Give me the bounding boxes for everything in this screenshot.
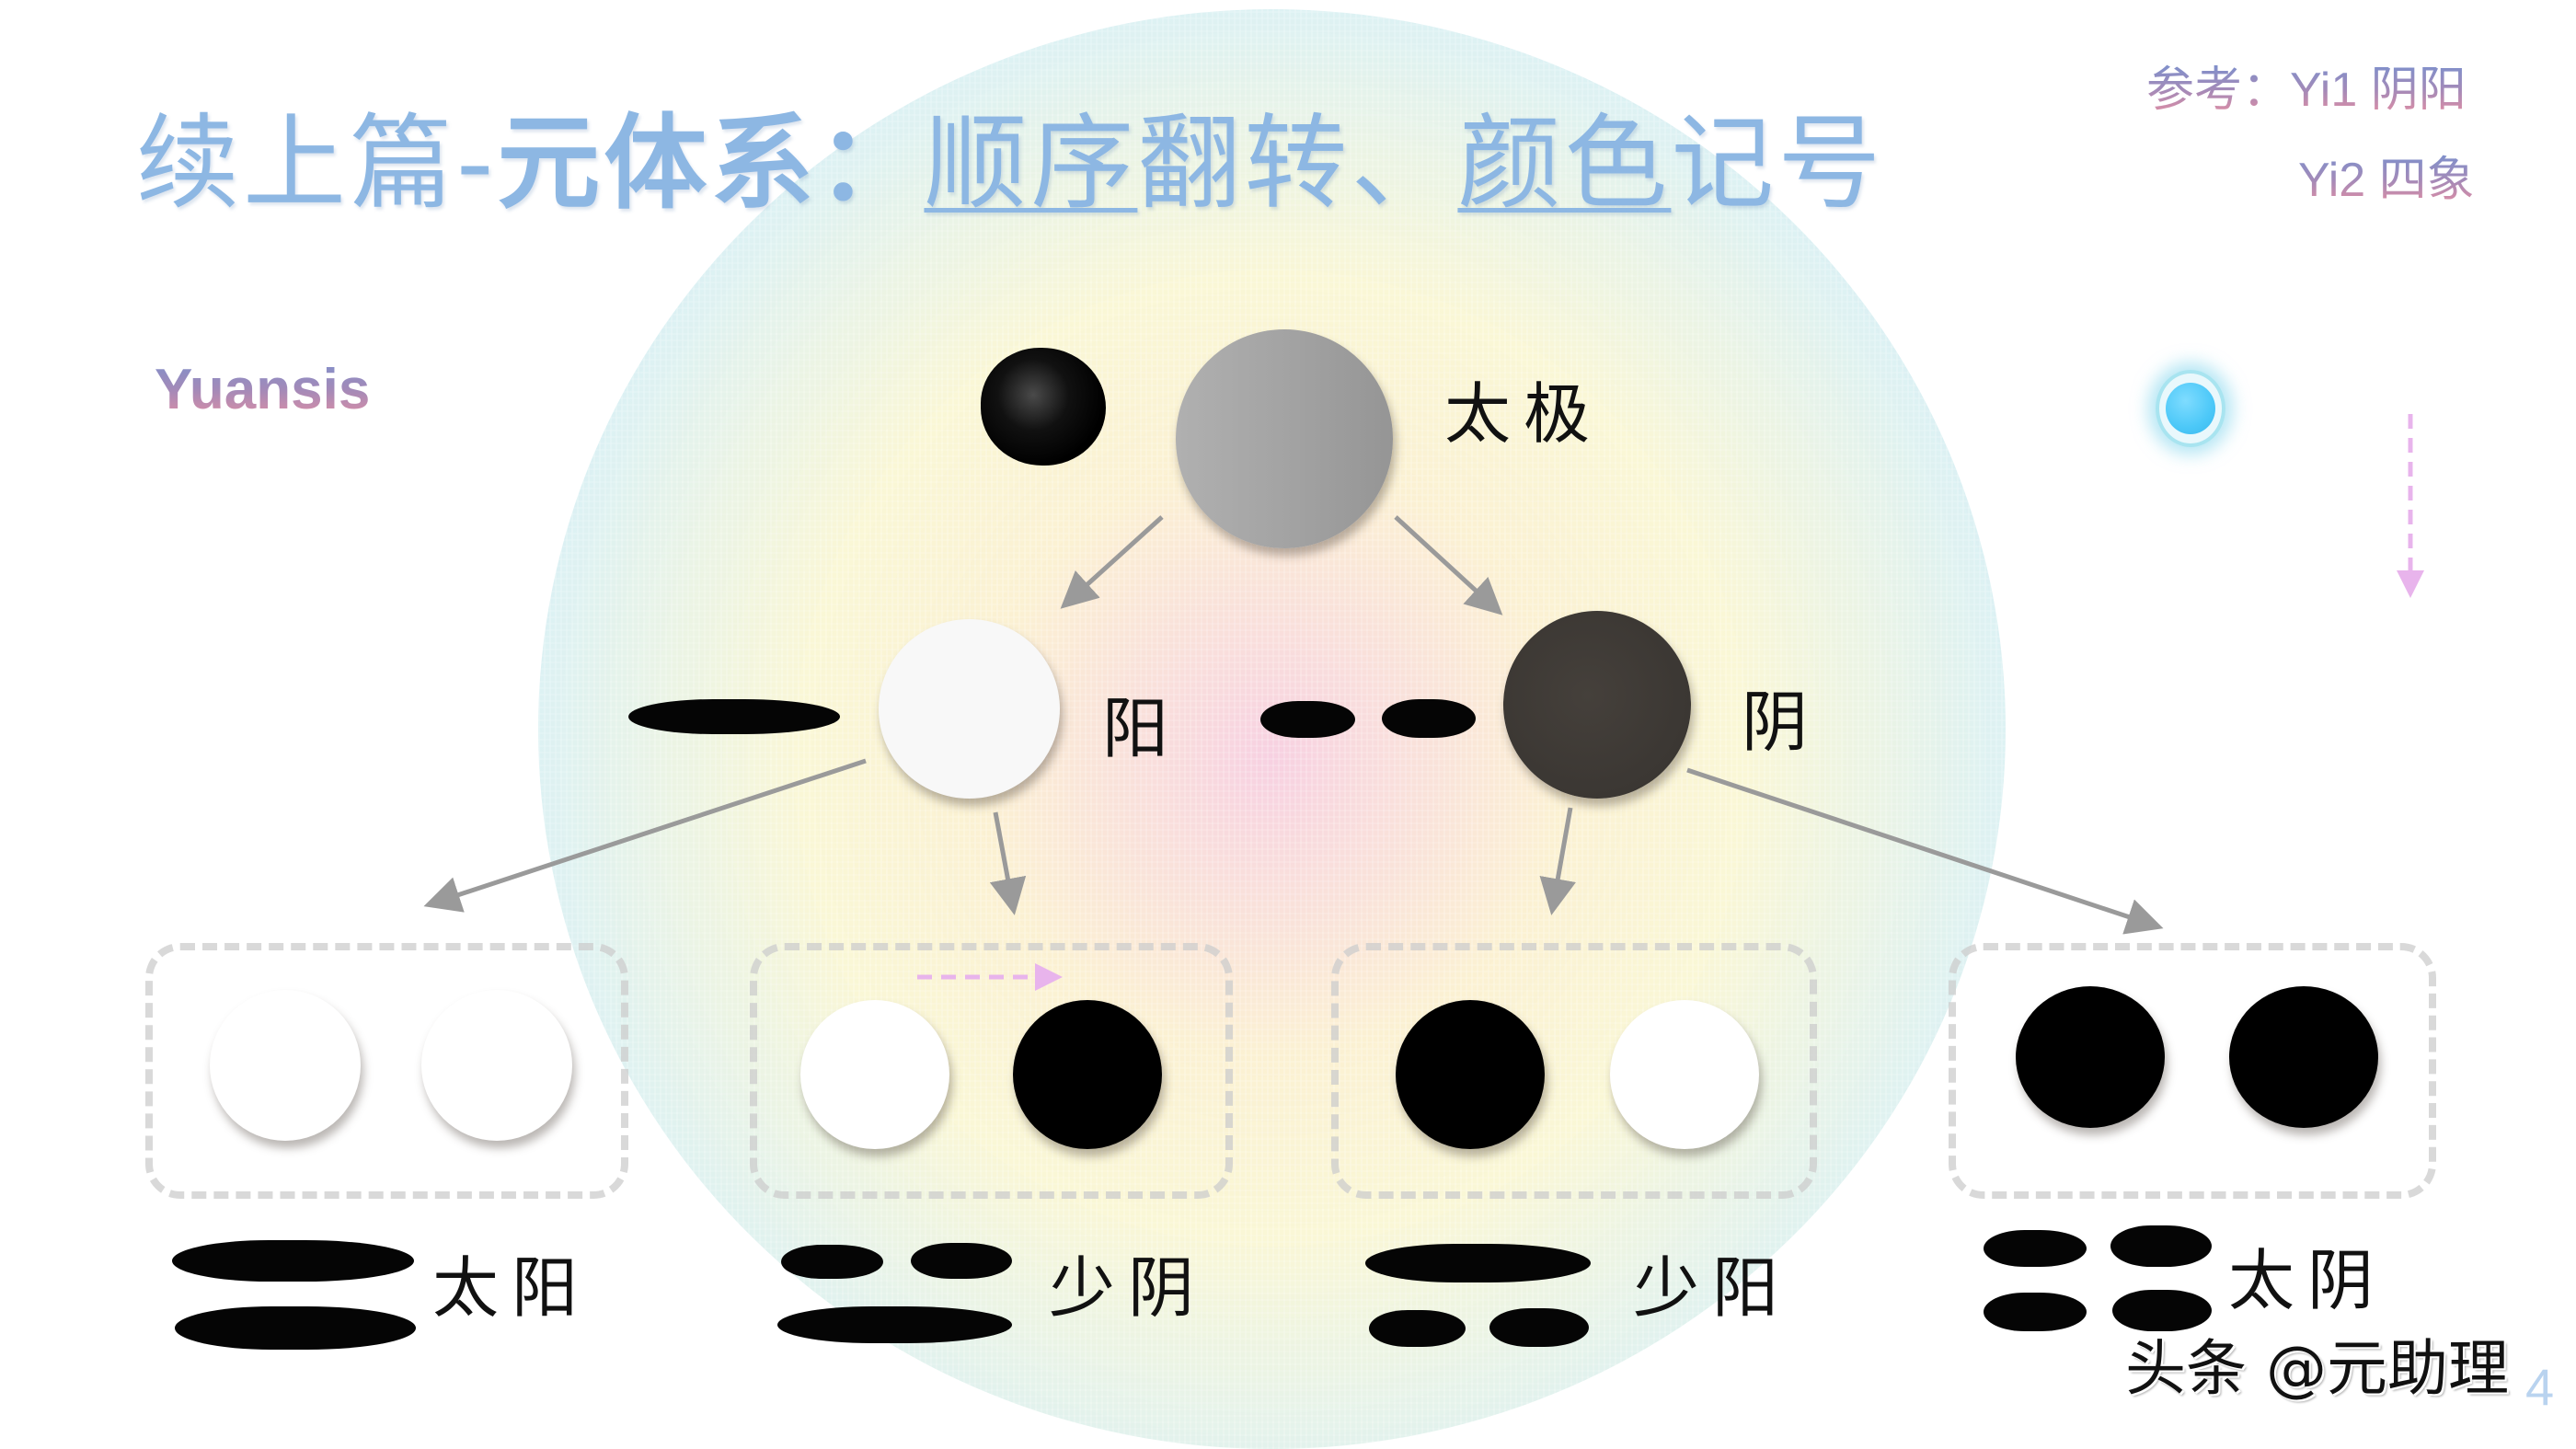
reference-yi1: Yi1 阴阳 <box>2290 63 2467 117</box>
watermark: 头条 @元助理 <box>2125 1333 2509 1404</box>
shaoyin-circle-black <box>1013 1000 1162 1149</box>
taiyin-box <box>1949 943 2436 1199</box>
reference-yi2: Yi2 四象 <box>2298 154 2475 207</box>
taiyin-trigram-bottom-left <box>1984 1293 2087 1331</box>
reference-label: 参考： <box>2146 63 2291 117</box>
taiji-label: 太极 <box>1444 375 1604 453</box>
taiyin-trigram-top-left <box>1984 1230 2087 1267</box>
title-flip: 翻转、 <box>1137 104 1458 224</box>
yin-broken-line-left <box>1260 701 1355 738</box>
taiyang-label: 太阳 <box>432 1249 592 1327</box>
title-prefix: 续上篇- <box>136 104 498 224</box>
taiyin-trigram-bottom-right <box>2112 1290 2212 1331</box>
shaoyang-trigram-bottom-right <box>1489 1308 1589 1347</box>
shaoyang-box <box>1331 943 1817 1199</box>
shaoyin-circle-white <box>800 1000 949 1149</box>
page-title: 续上篇-元体系：顺序翻转、颜色记号 <box>136 99 1884 228</box>
shaoyang-trigram-top <box>1365 1244 1591 1282</box>
yin-label: 阴 <box>1742 684 1822 761</box>
yang-circle <box>879 619 1060 799</box>
shaoyin-box <box>750 943 1233 1199</box>
title-mark: 记号 <box>1671 104 1885 224</box>
taiyin-circle-2 <box>2229 986 2378 1128</box>
glowing-orb-icon <box>2156 370 2225 447</box>
taiyin-circle-1 <box>2016 986 2165 1128</box>
title-underlined-color: 颜色 <box>1457 104 1672 224</box>
taiji-circle <box>1176 329 1393 548</box>
taiyang-circle-2 <box>421 990 572 1141</box>
shaoyin-trigram-top-left <box>781 1245 883 1279</box>
shaoyang-circle-black <box>1396 1000 1545 1149</box>
taiyang-box <box>145 943 628 1199</box>
brand-label: Yuansis <box>155 358 371 421</box>
yin-broken-line-right <box>1382 699 1476 738</box>
taiyang-trigram-bottom <box>175 1306 416 1350</box>
taiyin-trigram-top-right <box>2110 1225 2212 1267</box>
taiyin-label: 太阴 <box>2228 1242 2387 1319</box>
yin-circle <box>1503 611 1691 799</box>
taiyang-circle-1 <box>210 990 361 1141</box>
shaoyang-circle-white <box>1610 1000 1759 1149</box>
taiyang-trigram-top <box>172 1240 414 1282</box>
reference-line-1: 参考：Yi1 阴阳 <box>2146 63 2467 118</box>
ink-blot-icon <box>981 348 1106 466</box>
title-underlined-order: 顺序 <box>924 104 1138 224</box>
yang-solid-line <box>628 699 840 734</box>
shaoyang-trigram-bottom-left <box>1369 1310 1466 1347</box>
shaoyin-trigram-top-right <box>911 1243 1012 1279</box>
reference-line-2: Yi2 四象 <box>2298 153 2475 208</box>
title-bold: 元体系： <box>497 104 925 224</box>
page-number: 4 <box>2525 1358 2555 1416</box>
yang-label: 阳 <box>1102 690 1182 767</box>
shaoyin-label: 少阴 <box>1049 1249 1208 1327</box>
shaoyang-label: 少阳 <box>1633 1249 1792 1327</box>
shaoyin-trigram-bottom <box>777 1306 1012 1343</box>
